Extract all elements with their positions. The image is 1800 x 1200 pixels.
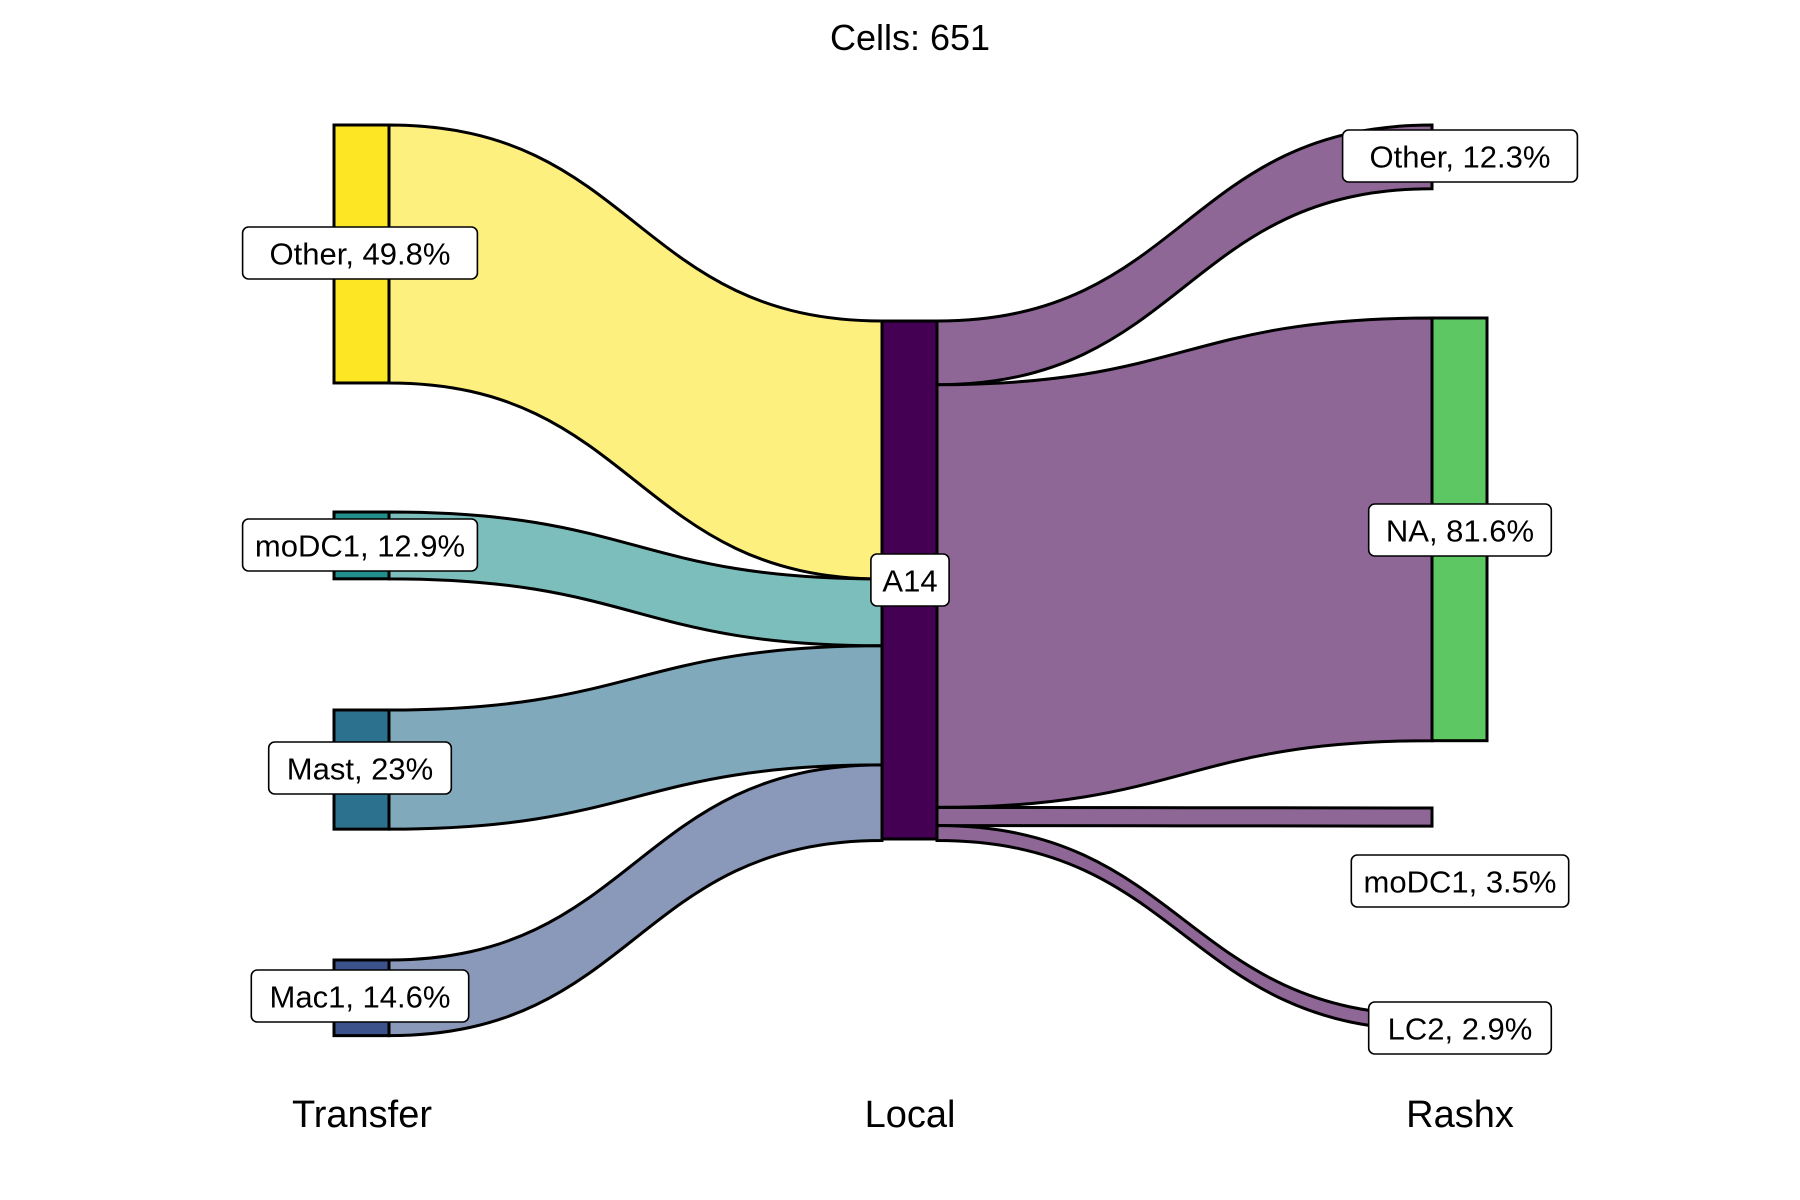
axis-label-local: Local <box>865 1094 956 1136</box>
label-transfer-mac1-text: Mac1, 14.6% <box>270 980 451 1015</box>
axis-label-transfer: Transfer <box>292 1094 432 1136</box>
label-transfer-other-text: Other, 49.8% <box>270 237 451 272</box>
label-local-a14-text: A14 <box>882 564 937 599</box>
labels-layer: Other, 49.8% moDC1, 12.9% Mast, 23% Mac1, 1… <box>241 129 1579 1055</box>
label-rashx-other-text: Other, 12.3% <box>1370 140 1551 175</box>
label-transfer-mast: Mast, 23% <box>267 741 453 795</box>
label-local-a14: A14 <box>870 553 950 607</box>
label-rashx-na: NA, 81.6% <box>1367 503 1553 557</box>
flow-a14-to-rashx-na <box>935 316 1434 809</box>
label-rashx-modc1: moDC1, 3.5% <box>1350 854 1570 908</box>
label-local-a14-box <box>870 553 950 607</box>
label-transfer-modc1-box <box>241 518 479 572</box>
chart-title: Cells: 651 <box>830 17 990 58</box>
label-rashx-lc2-box <box>1367 1001 1553 1055</box>
label-rashx-na-box <box>1367 503 1553 557</box>
flow-transfer-mac1-to-a14 <box>387 763 884 1038</box>
flows-layer <box>387 123 1434 1038</box>
label-rashx-lc2: LC2, 2.9% <box>1367 1001 1553 1055</box>
label-transfer-other: Other, 49.8% <box>241 226 479 280</box>
label-transfer-other-box <box>241 226 479 280</box>
label-rashx-lc2-text: LC2, 2.9% <box>1388 1012 1533 1047</box>
label-transfer-mast-text: Mast, 23% <box>287 752 433 787</box>
flow-a14-to-rashx-other <box>935 123 1434 387</box>
label-transfer-modc1-text: moDC1, 12.9% <box>255 529 465 564</box>
axis-label-rashx: Rashx <box>1406 1094 1514 1136</box>
label-transfer-mac1-box <box>250 969 470 1023</box>
flow-transfer-other-to-a14 <box>387 123 884 581</box>
label-rashx-other: Other, 12.3% <box>1341 129 1579 183</box>
label-rashx-na-text: NA, 81.6% <box>1386 514 1534 549</box>
label-rashx-modc1-text: moDC1, 3.5% <box>1364 865 1557 900</box>
flow-a14-to-rashx-modc1 <box>935 805 1434 828</box>
label-transfer-modc1: moDC1, 12.9% <box>241 518 479 572</box>
label-rashx-modc1-box <box>1350 854 1570 908</box>
label-rashx-other-box <box>1341 129 1579 183</box>
label-transfer-mast-box <box>267 741 453 795</box>
label-transfer-mac1: Mac1, 14.6% <box>250 969 470 1023</box>
